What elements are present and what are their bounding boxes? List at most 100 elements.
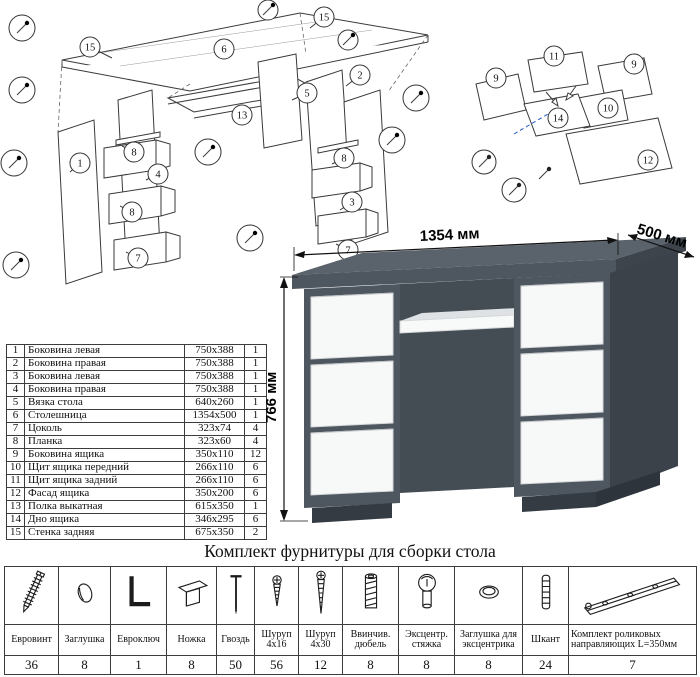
desktop-panel (61, 12, 429, 92)
hardware-label: Евровинт (4, 624, 59, 656)
fastener-detail-icon (471, 149, 497, 175)
part-number: 12 (6, 487, 25, 501)
svg-text:2: 2 (357, 71, 362, 82)
svg-text:4: 4 (155, 170, 161, 181)
part-name: Щит ящика передний (24, 461, 185, 475)
drawer-front (310, 428, 394, 496)
fastener-detail-icon (402, 84, 430, 112)
exploded-desk-diagram: 15 6 15 5 13 2 1 8 4 8 7 8 3 7 (0, 0, 430, 285)
part-qty: 2 (244, 526, 267, 540)
part-number: 10 (6, 461, 25, 475)
screw-short-icon (271, 575, 282, 607)
part-callout: 9 (623, 53, 645, 75)
svg-text:9: 9 (631, 60, 636, 71)
hardware-qty: 1 (110, 655, 167, 675)
part-callout: 6 (213, 38, 235, 60)
part-name: Вязка стола (24, 396, 185, 410)
part-size: 1354x500 (184, 409, 245, 423)
hardware-qty: 8 (166, 655, 217, 675)
part-name: Цоколь (24, 422, 185, 436)
svg-text:15: 15 (319, 13, 330, 24)
drawer-slide-icon (583, 577, 680, 616)
part-number: 8 (6, 435, 25, 449)
part-callout: 7 (127, 247, 149, 269)
part-callout: 13 (231, 104, 253, 126)
svg-text:8: 8 (131, 148, 136, 159)
part-callout: 9 (485, 67, 507, 89)
svg-text:13: 13 (237, 111, 248, 122)
svg-text:8: 8 (129, 208, 134, 219)
left-side-panel (57, 119, 103, 285)
fastener-detail-icon (8, 76, 36, 104)
svg-text:1: 1 (77, 159, 82, 170)
dimension-width: 1354 мм (293, 225, 619, 271)
hardware-label: Заглушка (58, 624, 111, 656)
hardware-qty: 8 (398, 655, 455, 675)
cap-icon (77, 583, 92, 603)
part-callout: 8 (333, 147, 355, 169)
hardware-qty: 8 (454, 655, 523, 675)
hardware-icons-row (4, 566, 697, 625)
dimension-height: 766 мм (263, 276, 308, 522)
part-name: Боковина правая (24, 383, 185, 397)
part-size: 750x388 (184, 344, 245, 358)
screw-long-icon (315, 570, 326, 614)
part-number: 1 (6, 344, 25, 358)
hardware-qty: 12 (298, 655, 343, 675)
drawer-front (520, 349, 604, 417)
part-size: 750x388 (184, 383, 245, 397)
svg-text:14: 14 (553, 114, 564, 125)
hardware-label: Шкант (522, 624, 569, 656)
drawer-front (310, 292, 394, 360)
screw-icon (538, 166, 552, 180)
svg-text:7: 7 (135, 254, 140, 265)
svg-text:766 мм: 766 мм (263, 372, 280, 423)
part-callout: 8 (121, 201, 143, 223)
fastener-detail-icon (257, 0, 279, 21)
hardware-label: Шуруп 4x16 (254, 624, 299, 656)
fastener-detail-icon (236, 224, 264, 252)
part-number: 6 (6, 409, 25, 423)
part-number: 14 (6, 513, 25, 527)
part-name: Фасад ящика (24, 487, 185, 501)
part-callout: 5 (296, 82, 318, 104)
hardware-qty: 7 (568, 655, 697, 675)
right-drawers (311, 162, 379, 245)
drawer-front (310, 360, 394, 428)
svg-text:1354 мм: 1354 мм (419, 225, 479, 245)
part-size: 675x350 (184, 526, 245, 540)
hardware-label: Ножка (166, 624, 217, 656)
svg-text:10: 10 (603, 104, 614, 115)
cam-cap-icon (478, 585, 499, 599)
hex-key-icon (128, 576, 150, 607)
hardware-label: Евроключ (110, 624, 167, 656)
plank (317, 139, 359, 154)
svg-text:15: 15 (85, 43, 96, 54)
part-callout: 15 (79, 36, 101, 58)
keyboard-tray (400, 307, 536, 321)
part-callout: 2 (349, 64, 371, 86)
plank (115, 131, 161, 146)
exploded-drawer-diagram: 9 11 9 14 10 12 (471, 45, 673, 203)
part-callout: 3 (341, 191, 363, 213)
part-number: 13 (6, 500, 25, 514)
hardware-qty: 8 (342, 655, 399, 675)
part-number: 15 (6, 526, 25, 540)
part-size: 266x110 (184, 474, 245, 488)
hardware-qty: 36 (4, 655, 59, 675)
fastener-detail-icon (194, 138, 222, 166)
hardware-qty: 24 (522, 655, 569, 675)
part-callout: 14 (547, 107, 569, 129)
part-size: 323x74 (184, 422, 245, 436)
svg-text:3: 3 (349, 198, 354, 209)
hardware-labels-row: Евровинт Заглушка Евроключ Ножка Гвоздь … (4, 624, 697, 656)
fastener-detail-icon (8, 14, 36, 42)
